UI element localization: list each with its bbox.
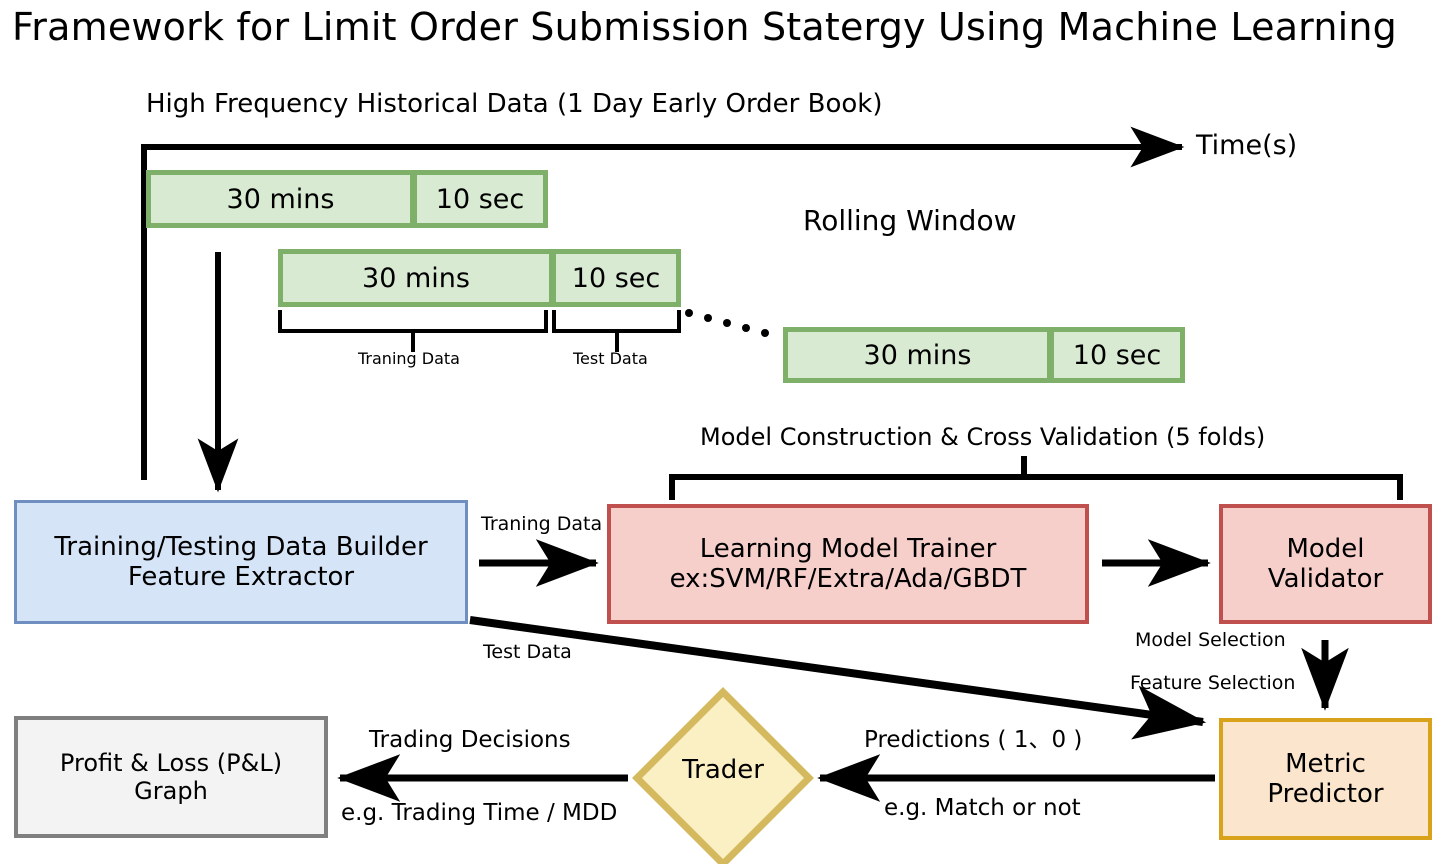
node-pnl-line2: Graph (134, 777, 208, 805)
timeline-header: High Frequency Historical Data (1 Day Ea… (146, 89, 883, 119)
arrow-builder-to-metric-testdata (469, 616, 1207, 740)
bracket-training-data (278, 310, 548, 352)
node-model-validator[interactable]: Model Validator (1219, 504, 1432, 624)
window-1-train[interactable]: 30 mins (146, 170, 415, 228)
edge-label-model-selection: Model Selection (1135, 629, 1286, 651)
bracket-label-training-data: Traning Data (358, 349, 460, 368)
label-cross-validation: Model Construction & Cross Validation (5… (700, 423, 1266, 451)
window-1-test[interactable]: 10 sec (414, 170, 548, 228)
node-pnl-graph[interactable]: Profit & Loss (P&L) Graph (14, 716, 328, 838)
edge-label-trading-decisions-example: e.g. Trading Time / MDD (341, 800, 618, 826)
node-metric-predictor-line1: Metric (1285, 749, 1366, 779)
edge-label-training-data: Traning Data (481, 513, 603, 535)
window-2-train[interactable]: 30 mins (278, 249, 554, 307)
node-metric-predictor-line2: Predictor (1267, 779, 1384, 809)
node-model-validator-line1: Model (1286, 534, 1365, 564)
bracket-cross-validation (669, 456, 1403, 500)
timeline-axis (141, 126, 1185, 480)
edge-label-predictions-example: e.g. Match or not (884, 795, 1081, 821)
edge-label-trading-decisions: Trading Decisions (369, 727, 571, 753)
node-data-builder-line1: Training/Testing Data Builder (54, 532, 428, 562)
page-title: Framework for Limit Order Submission Sta… (12, 5, 1397, 49)
node-model-trainer-line2: ex:SVM/RF/Extra/Ada/GBDT (669, 564, 1027, 594)
node-model-trainer-line1: Learning Model Trainer (699, 534, 997, 564)
edge-label-test-data: Test Data (483, 641, 572, 663)
node-data-builder[interactable]: Training/Testing Data Builder Feature Ex… (14, 500, 468, 624)
edge-label-predictions: Predictions ( 1、0 ) (864, 727, 1083, 753)
trader-diamond[interactable] (632, 687, 814, 864)
edge-label-feature-selection: Feature Selection (1130, 672, 1296, 694)
rolling-window-label: Rolling Window (803, 204, 1017, 237)
node-metric-predictor[interactable]: Metric Predictor (1219, 718, 1432, 840)
node-trader-label: Trader (682, 755, 764, 785)
window-3-train[interactable]: 30 mins (783, 327, 1052, 383)
window-3-test[interactable]: 10 sec (1051, 327, 1185, 383)
node-data-builder-line2: Feature Extractor (127, 562, 355, 592)
node-pnl-line1: Profit & Loss (P&L) (59, 749, 283, 777)
ellipsis-dots (685, 309, 769, 337)
bracket-label-test-data: Test Data (573, 349, 648, 368)
time-axis-label: Time(s) (1196, 130, 1298, 161)
window-2-test[interactable]: 10 sec (553, 249, 681, 307)
node-model-trainer[interactable]: Learning Model Trainer ex:SVM/RF/Extra/A… (607, 504, 1089, 624)
node-model-validator-line2: Validator (1267, 564, 1384, 594)
bracket-test-data (552, 310, 681, 352)
